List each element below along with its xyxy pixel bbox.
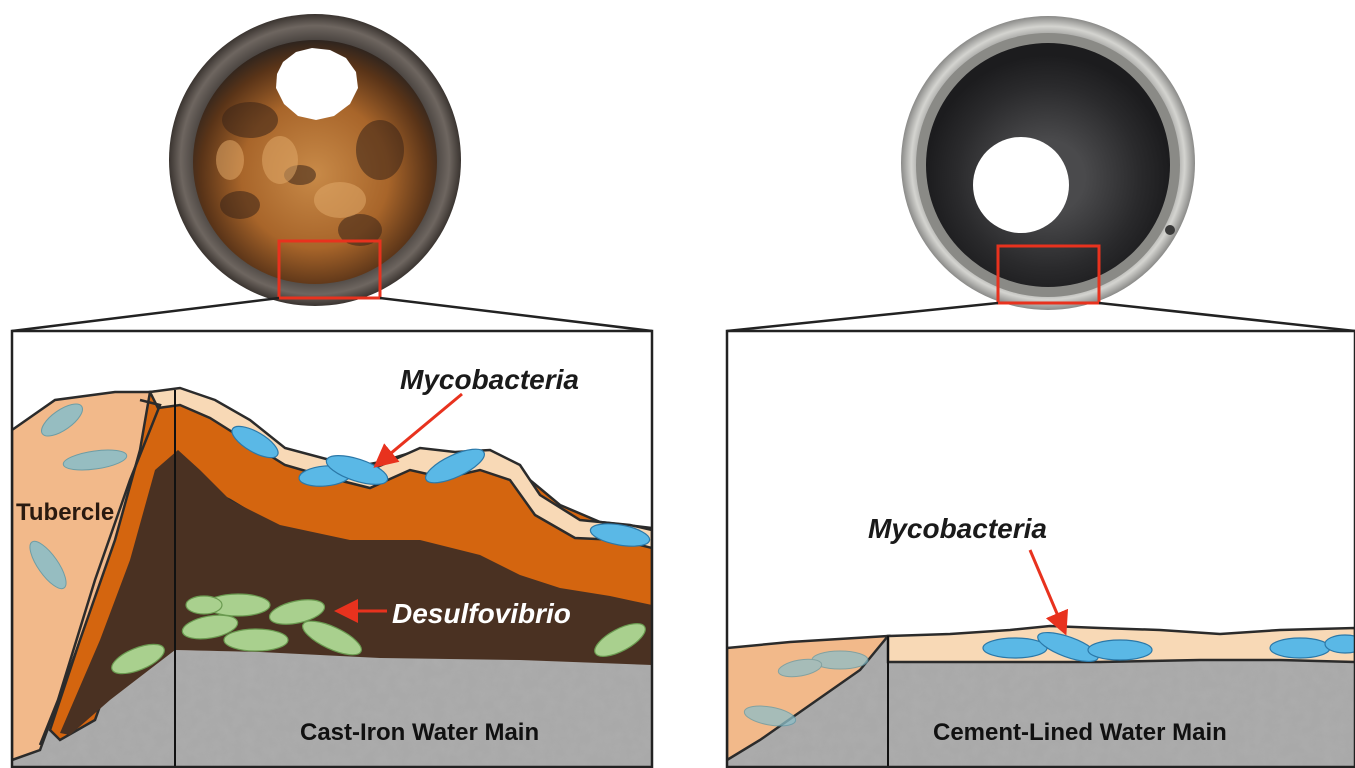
mycobacteria-label-right: Mycobacteria — [868, 513, 1047, 544]
cement-lined-pipe-photo — [901, 16, 1195, 310]
cast-iron-pipe-photo — [169, 14, 461, 306]
mycobacteria-label-left: Mycobacteria — [400, 364, 579, 395]
desulfovibrio-label: Desulfovibrio — [392, 598, 571, 629]
pipe-type-label-left: Cast-Iron Water Main — [300, 719, 539, 746]
cement-lined-cross-section — [727, 331, 1355, 767]
cast-iron-cross-section — [12, 331, 652, 767]
tubercle-label: Tubercle — [16, 499, 114, 526]
pipe-type-label-right: Cement-Lined Water Main — [933, 719, 1227, 746]
pipe-bore-opening — [973, 137, 1069, 233]
